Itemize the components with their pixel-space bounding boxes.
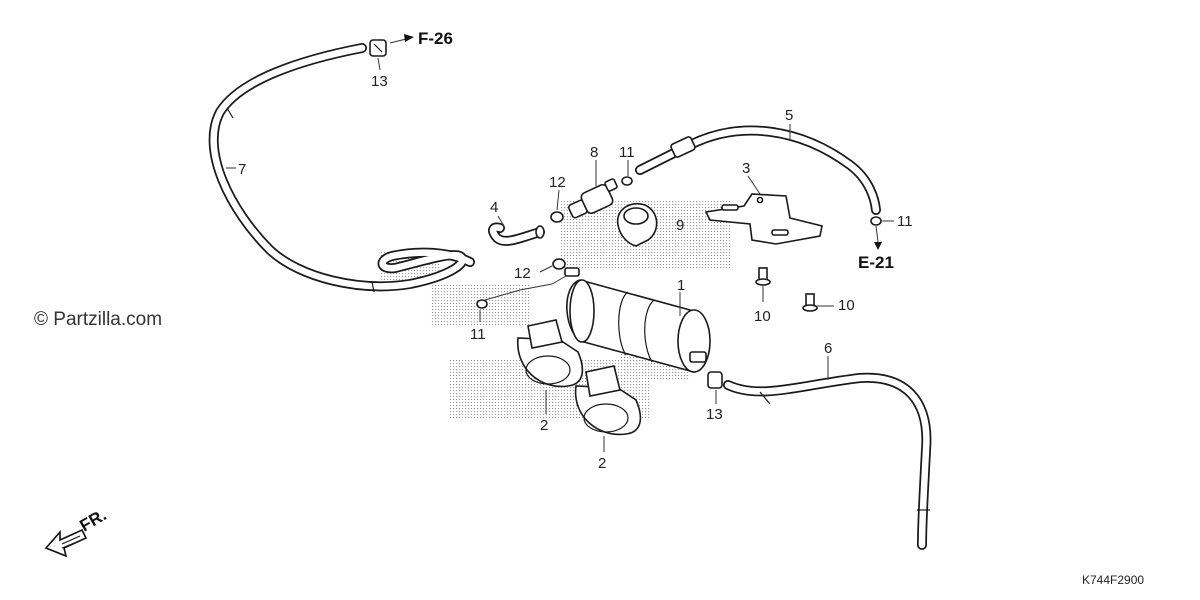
hose-6[interactable] — [723, 372, 932, 550]
valve-8[interactable] — [567, 178, 618, 219]
reference-e21[interactable]: E-21 — [858, 253, 894, 272]
callout-11-right[interactable]: 11 — [897, 213, 913, 230]
callout-11-left[interactable]: 11 — [470, 326, 486, 343]
callout-8[interactable]: 8 — [590, 144, 598, 161]
callout-7[interactable]: 7 — [238, 161, 246, 178]
reference-f26[interactable]: F-26 — [418, 29, 453, 48]
clamp-12-upper[interactable] — [550, 211, 564, 223]
bolt-10-left[interactable] — [755, 267, 771, 286]
callout-2-left[interactable]: 2 — [540, 417, 548, 434]
leader-lines — [226, 57, 894, 452]
hose-4[interactable] — [488, 222, 545, 246]
hose-7[interactable] — [208, 43, 475, 293]
band-2-right[interactable] — [574, 365, 642, 436]
clamp-11-left[interactable] — [476, 299, 488, 309]
callout-13-lower[interactable]: 13 — [706, 406, 723, 423]
callout-4[interactable]: 4 — [490, 199, 498, 216]
callout-labels: 13 7 5 3 8 11 12 4 9 11 12 1 10 10 11 6 … — [238, 73, 913, 472]
callout-12-lower[interactable]: 12 — [514, 265, 531, 282]
mount-9[interactable] — [616, 203, 658, 247]
callout-1[interactable]: 1 — [677, 277, 685, 294]
callout-13-top[interactable]: 13 — [371, 73, 388, 90]
hose-5[interactable] — [635, 125, 881, 215]
callout-10-right[interactable]: 10 — [838, 297, 855, 314]
diagram-code: K744F2900 — [1082, 573, 1144, 587]
canister-1[interactable] — [564, 267, 711, 373]
bolt-10-right[interactable] — [802, 293, 818, 312]
clamp-11-upper[interactable] — [621, 176, 633, 186]
callout-12-upper[interactable]: 12 — [549, 174, 566, 191]
clip-13-top[interactable] — [369, 39, 387, 57]
clamp-12-lower[interactable] — [552, 258, 566, 270]
watermark: © Partzilla.com — [34, 309, 162, 330]
clip-13-lower[interactable] — [707, 371, 723, 389]
callout-3[interactable]: 3 — [742, 160, 750, 177]
callout-11-upper[interactable]: 11 — [619, 144, 635, 161]
arrow-to-e21 — [874, 242, 882, 250]
band-2-left[interactable] — [517, 319, 584, 388]
bracket-3[interactable] — [704, 193, 823, 245]
callout-5[interactable]: 5 — [785, 107, 793, 124]
callout-10-left[interactable]: 10 — [754, 308, 771, 325]
callout-6[interactable]: 6 — [824, 340, 832, 357]
arrow-to-f26 — [389, 34, 414, 44]
callout-9[interactable]: 9 — [676, 217, 684, 234]
clamp-11-right[interactable] — [870, 216, 882, 226]
callout-2-right[interactable]: 2 — [598, 455, 606, 472]
front-arrow-icon — [44, 528, 88, 558]
